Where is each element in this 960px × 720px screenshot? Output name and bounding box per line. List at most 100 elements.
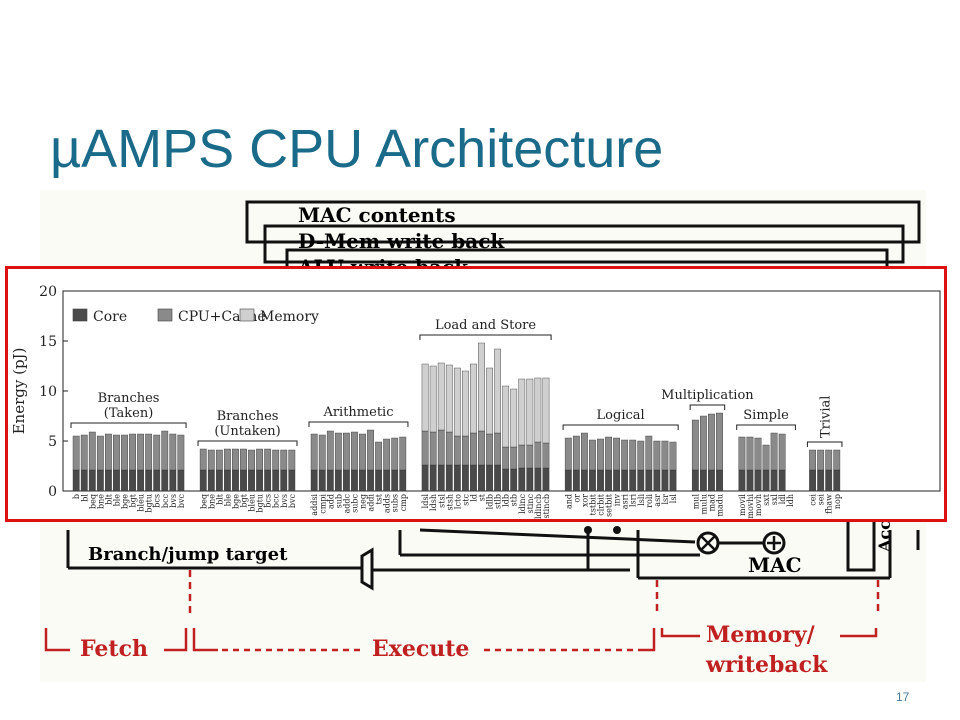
accumulator	[846, 518, 876, 572]
bar-segment	[470, 432, 477, 466]
bar-segment	[351, 469, 358, 492]
bar-segment	[661, 469, 669, 492]
group-label: Simple	[743, 408, 789, 423]
y-axis-label: Energy (pJ)	[10, 348, 28, 435]
bar-segment	[240, 469, 247, 492]
bar-segment	[470, 363, 477, 434]
x-tick-label: stlb	[494, 494, 503, 509]
bar-segment	[264, 469, 272, 492]
group-bracket	[70, 422, 187, 428]
bar-segment	[770, 469, 778, 492]
bar-segment	[375, 441, 382, 471]
bar-segment	[232, 448, 239, 471]
x-tick-label: addsi	[310, 494, 319, 516]
x-tick-label: ble	[112, 494, 121, 507]
x-tick-label: tst	[375, 493, 384, 504]
bar-segment	[778, 469, 786, 492]
execute-stage-label: Execute	[372, 636, 469, 662]
bar-segment	[621, 439, 629, 471]
bar-segment	[421, 464, 429, 492]
bar-segment	[486, 464, 493, 492]
group-label: Arithmetic	[322, 405, 393, 420]
bar-segment	[669, 469, 677, 492]
x-tick-label: addi	[367, 494, 376, 512]
bar-segment	[833, 449, 841, 471]
bar-segment	[367, 429, 374, 471]
bar-segment	[113, 434, 120, 471]
bar-segment	[264, 448, 272, 471]
memory-stage-label-2: writeback	[705, 652, 828, 678]
bar-segment	[564, 437, 572, 471]
bar-segment	[825, 469, 833, 492]
bar-segment	[526, 378, 534, 446]
dmem-write-back-label: D-Mem write back	[298, 229, 505, 253]
x-tick-label: st	[478, 493, 487, 501]
x-tick-label: asri	[621, 494, 630, 510]
bar-segment	[746, 436, 754, 471]
mac-contents-path	[245, 200, 921, 244]
group-bracket	[197, 440, 298, 446]
bar-segment	[526, 467, 534, 492]
x-tick-label: movh	[754, 494, 763, 516]
bar-segment	[700, 469, 707, 492]
x-tick-label: bne	[96, 494, 105, 509]
bar-segment	[104, 469, 112, 492]
bar-segment	[248, 469, 255, 492]
x-tick-label: mad	[707, 494, 716, 511]
bar-segment	[669, 441, 677, 471]
y-tick-label: 0	[48, 484, 57, 500]
bar-segment	[343, 432, 350, 471]
bar-segment	[653, 469, 661, 492]
bar-segment	[817, 469, 825, 492]
bar-segment	[470, 464, 477, 492]
bar-segment	[161, 469, 169, 492]
mux	[360, 547, 374, 591]
x-tick-label: adds	[383, 494, 392, 513]
bar-segment	[80, 469, 88, 492]
bar-segment	[605, 469, 612, 492]
bar-segment	[437, 429, 445, 466]
x-tick-label: lsr	[661, 494, 670, 505]
bar-segment	[581, 432, 588, 471]
bar-segment	[597, 438, 604, 471]
bar-segment	[445, 364, 453, 433]
bar-segment	[429, 431, 437, 466]
bar-segment	[462, 435, 469, 466]
x-tick-label: fhaw	[825, 494, 834, 514]
bar-segment	[232, 469, 239, 492]
bar-segment	[391, 469, 399, 492]
x-tick-label: ldb	[502, 494, 511, 507]
x-tick-label: ldh	[786, 494, 795, 507]
bar-segment	[96, 435, 104, 471]
bar-segment	[478, 464, 485, 492]
bar-segment	[437, 362, 445, 431]
bar-segment	[589, 439, 596, 471]
bar-segment	[518, 444, 526, 469]
bar-segment	[215, 449, 223, 471]
x-tick-label: bvc	[288, 493, 297, 508]
bar-segment	[288, 469, 296, 492]
bar-segment	[534, 441, 542, 469]
bar-segment	[542, 377, 550, 444]
x-tick-label: stb	[510, 494, 519, 506]
x-tick-label: subc	[350, 493, 359, 512]
legend-swatch	[157, 308, 173, 322]
bar-segment	[833, 469, 841, 492]
bar-segment	[437, 464, 445, 492]
bar-segment	[605, 436, 612, 471]
bar-segment	[716, 412, 723, 471]
bar-segment	[637, 469, 645, 492]
x-tick-label: cmp	[399, 494, 408, 511]
bar-segment	[88, 469, 96, 492]
x-tick-label: tstbit	[588, 493, 597, 515]
bar-segment	[207, 449, 215, 471]
bar-segment	[453, 464, 461, 492]
bar-segment	[272, 449, 280, 471]
x-tick-label: ldlb	[486, 494, 495, 509]
x-tick-label: add	[326, 494, 335, 509]
bar-segment	[738, 436, 746, 471]
bar-segment	[510, 388, 518, 448]
x-tick-label: bge	[231, 494, 240, 509]
